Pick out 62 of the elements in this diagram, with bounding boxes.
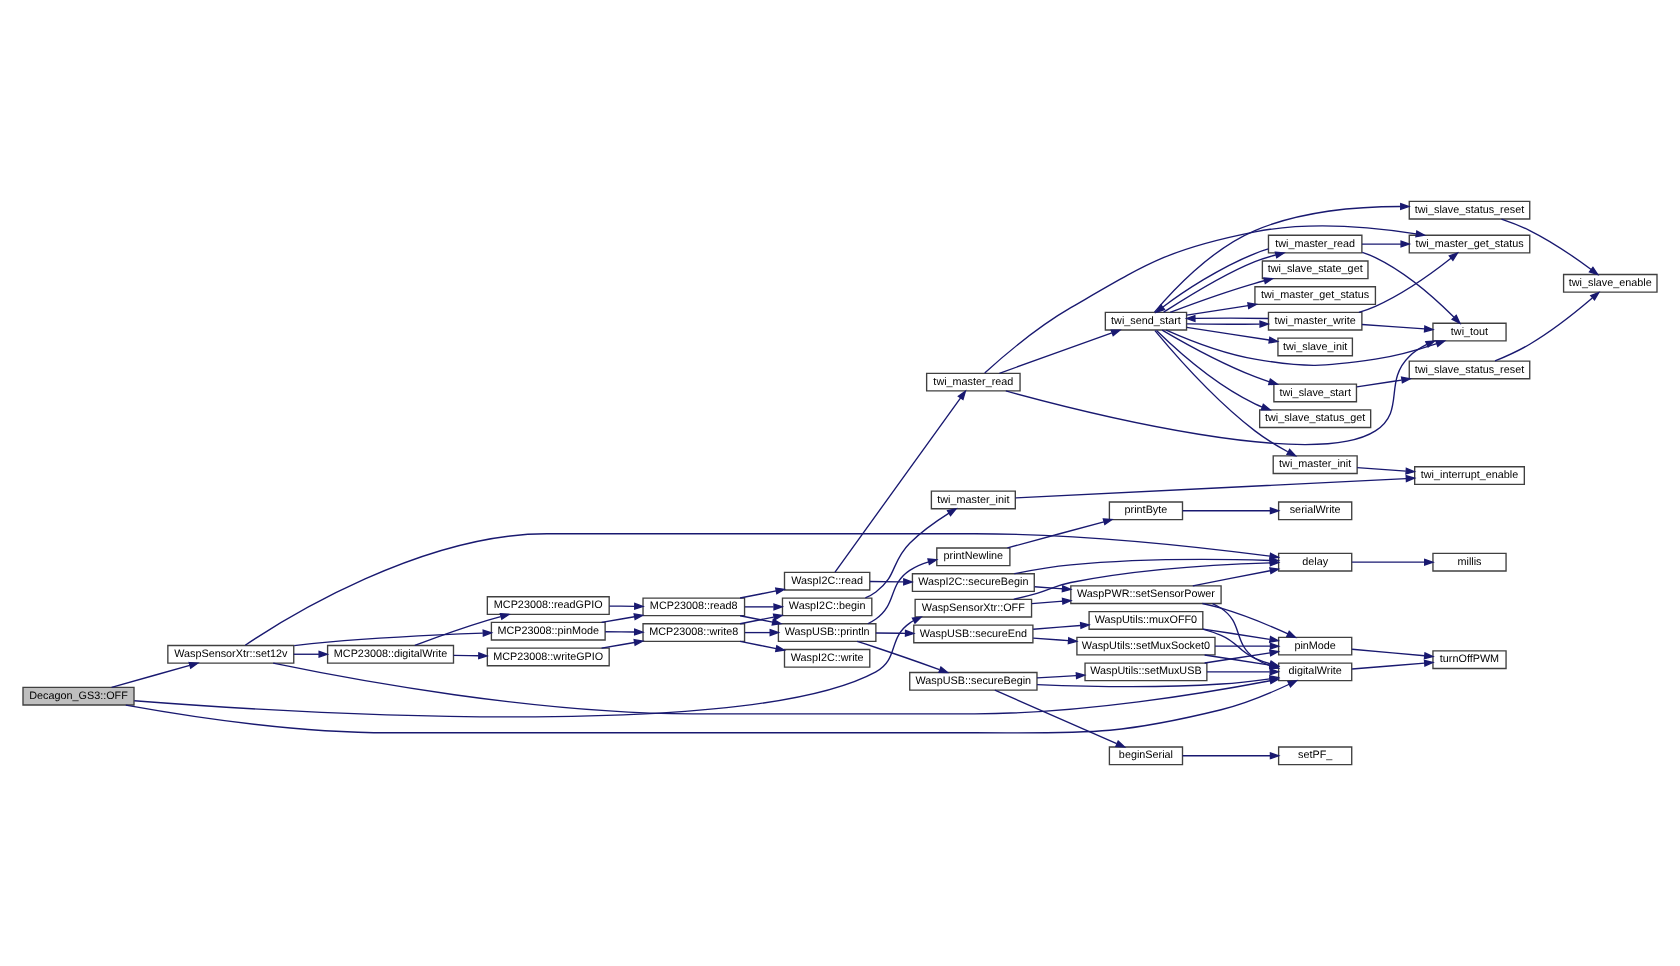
arrow xyxy=(1206,668,1281,676)
arrow xyxy=(293,629,494,647)
arrow xyxy=(1214,642,1281,650)
arrow xyxy=(1155,329,1272,411)
arrow xyxy=(1014,474,1417,499)
arrow xyxy=(1361,240,1412,248)
arrow xyxy=(1165,329,1447,367)
arrow xyxy=(608,602,645,611)
arrow xyxy=(1201,602,1298,639)
arrow xyxy=(1494,291,1601,362)
arrow xyxy=(133,616,923,718)
arrow xyxy=(1351,558,1435,566)
arrow xyxy=(1154,329,1298,457)
arrow xyxy=(1361,323,1435,333)
arrow xyxy=(739,640,787,653)
arrow xyxy=(1032,621,1091,630)
arrow xyxy=(1203,649,1281,664)
arrow xyxy=(1351,648,1435,660)
arrow xyxy=(604,628,645,636)
arrow xyxy=(1169,277,1275,313)
arrow xyxy=(1032,636,1079,645)
arrow xyxy=(1036,671,1087,680)
arrow xyxy=(1351,659,1435,670)
arrow xyxy=(1186,320,1271,328)
arrow xyxy=(1161,329,1280,386)
arrow xyxy=(452,651,489,660)
arrow xyxy=(1500,218,1600,276)
arrow xyxy=(739,587,787,599)
arrow xyxy=(856,640,950,674)
arrow xyxy=(1162,251,1286,313)
arrow xyxy=(1031,597,1073,606)
arrow xyxy=(1361,251,1462,325)
arrow xyxy=(834,389,967,573)
arrow xyxy=(864,507,958,599)
arrow xyxy=(1184,314,1269,323)
arrow xyxy=(998,329,1122,374)
arrow xyxy=(1192,567,1281,587)
arrow xyxy=(1006,518,1114,549)
arrow xyxy=(1356,466,1417,475)
arrow xyxy=(600,613,645,624)
arrow xyxy=(414,613,511,647)
arrow xyxy=(744,603,785,611)
arrow xyxy=(293,650,330,659)
arrow xyxy=(1154,248,1270,314)
arrow xyxy=(110,661,200,688)
arrow xyxy=(875,629,916,638)
arrow xyxy=(1202,628,1281,644)
arrow xyxy=(1181,752,1281,760)
arrow xyxy=(867,558,939,625)
arrow xyxy=(1153,202,1411,313)
arrow xyxy=(1181,506,1281,515)
arrow xyxy=(1356,376,1413,388)
arrow xyxy=(869,578,914,586)
arrow xyxy=(1186,301,1259,316)
arrow xyxy=(994,689,1127,748)
arrow xyxy=(744,628,781,637)
arrow xyxy=(1358,251,1460,314)
arrow xyxy=(984,225,1427,374)
arrow xyxy=(1005,340,1437,446)
arrow xyxy=(1186,326,1280,344)
arrow xyxy=(600,638,645,649)
arrow xyxy=(1033,584,1073,593)
